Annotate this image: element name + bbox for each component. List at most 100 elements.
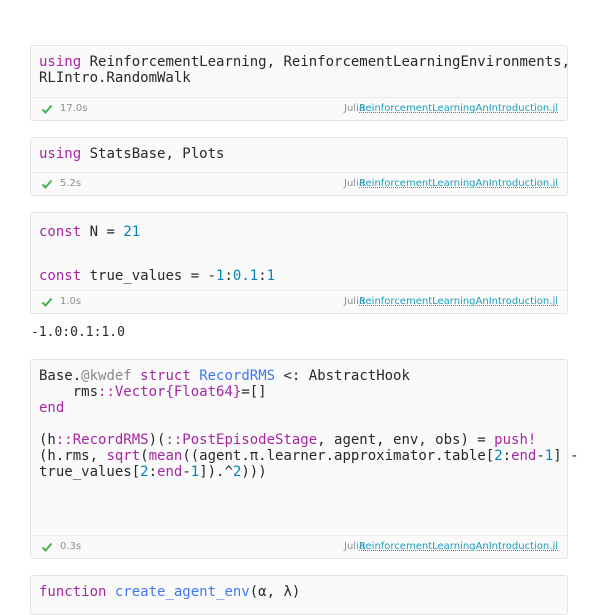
code-cell-2[interactable]: using StatsBase, Plots 5.2s Julia Reinfo…	[30, 137, 568, 196]
code-token: ::Vector{Float64}	[98, 384, 242, 400]
code-line	[39, 416, 559, 432]
code-token: @kwdef	[81, 368, 132, 384]
code-token: const	[39, 224, 82, 240]
code-token: ReinforcementLearning, ReinforcementLear…	[81, 54, 571, 70]
code-token: end	[39, 400, 65, 416]
code-token	[191, 368, 199, 384]
code-token: ((agent.π.learner.approximator.table[	[182, 448, 495, 464]
code-token: 1	[190, 464, 200, 480]
code-token: -	[182, 464, 191, 480]
code-cell-3[interactable]: const N = 21 const true_values = -1:0.1:…	[30, 212, 568, 314]
code-token: function	[39, 584, 107, 600]
code-token: ]).^	[199, 464, 233, 480]
code-token: using	[39, 146, 82, 162]
code-token: :	[224, 268, 233, 284]
cell-code[interactable]: Base.@kwdef struct RecordRMS <: Abstract…	[31, 360, 579, 486]
language-label: Julia	[344, 178, 365, 189]
cell-code[interactable]: using ReinforcementLearning, Reinforceme…	[31, 46, 570, 92]
package-link[interactable]: ReinforcementLearningAnIntroduction.jl	[359, 178, 558, 189]
code-token: RLIntro.RandomWalk	[39, 70, 191, 86]
cell-footer: 0.3s Julia ReinforcementLearningAnIntrod…	[31, 535, 567, 558]
code-line: (h.rms, sqrt(mean((agent.π.learner.appro…	[39, 448, 579, 464]
run-time: 1.0s	[60, 296, 82, 307]
code-line	[39, 243, 559, 265]
package-link[interactable]: ReinforcementLearningAnIntroduction.jl	[359, 296, 558, 307]
code-cell-4[interactable]: Base.@kwdef struct RecordRMS <: Abstract…	[30, 359, 579, 559]
cell-footer: 1.0s Julia ReinforcementLearningAnIntrod…	[31, 290, 567, 313]
code-token: end	[511, 448, 537, 464]
package-link[interactable]: ReinforcementLearningAnIntroduction.jl	[359, 103, 558, 114]
code-token: 1	[544, 448, 554, 464]
code-token: 2	[494, 448, 503, 464]
code-token: struct	[140, 368, 191, 384]
cell-footer: 5.2s Julia ReinforcementLearningAnIntrod…	[31, 172, 567, 195]
code-line: (h::RecordRMS)(::PostEpisodeStage, agent…	[39, 432, 559, 448]
code-line: rms::Vector{Float64}=[]	[39, 384, 559, 400]
code-token: StatsBase, Plots	[81, 146, 225, 162]
code-token: const	[39, 268, 82, 284]
cell-code[interactable]: const N = 21 const true_values = -1:0.1:…	[31, 213, 567, 293]
code-token: ::PostEpisodeStage	[165, 432, 318, 448]
code-line: function create_agent_env(α, λ)	[39, 584, 559, 600]
check-icon	[41, 104, 53, 114]
code-token: (	[140, 448, 149, 464]
check-icon	[41, 297, 53, 307]
code-cell-1[interactable]: using ReinforcementLearning, Reinforceme…	[30, 45, 570, 121]
code-line: using ReinforcementLearning, Reinforceme…	[39, 54, 570, 70]
code-line: const true_values = -1:0.1:1	[39, 265, 559, 287]
code-token: (h	[39, 432, 56, 448]
run-time: 5.2s	[60, 178, 82, 189]
code-token: , agent, env, obs) =	[317, 432, 495, 448]
check-icon	[41, 542, 53, 552]
code-token: )(	[148, 432, 166, 448]
code-token: RecordRMS	[199, 368, 276, 384]
code-token: <: AbstractHook	[275, 368, 410, 384]
code-token	[106, 584, 114, 600]
code-token: 2	[232, 464, 242, 480]
code-line: end	[39, 400, 559, 416]
code-token: end	[157, 464, 183, 480]
code-cell-5[interactable]: function create_agent_env(α, λ)	[30, 575, 568, 615]
code-line: RLIntro.RandomWalk	[39, 70, 559, 86]
code-token: N =	[81, 224, 124, 240]
code-token: 2	[140, 464, 149, 480]
code-line: const N = 21	[39, 221, 559, 243]
cell-code[interactable]: using StatsBase, Plots	[31, 138, 567, 168]
cell-code[interactable]: function create_agent_env(α, λ)	[31, 576, 567, 606]
code-token: :	[258, 268, 267, 284]
cell-footer: 17.0s Julia ReinforcementLearningAnIntro…	[31, 97, 567, 120]
code-token: ] -	[553, 448, 579, 464]
code-token: sqrt	[106, 448, 141, 464]
language-label: Julia	[344, 103, 365, 114]
code-token: :	[502, 448, 512, 464]
code-token: (α, λ)	[249, 584, 301, 600]
code-token: )))	[241, 464, 267, 480]
code-line: true_values[2:end-1]).^2)))	[39, 464, 559, 480]
code-token: true_values = -	[81, 268, 217, 284]
run-time: 0.3s	[60, 541, 82, 552]
code-token: using	[39, 54, 82, 70]
code-token: 1	[216, 268, 225, 284]
code-token: mean	[148, 448, 183, 464]
code-token: ::RecordRMS	[55, 432, 149, 448]
code-token: -	[536, 448, 545, 464]
language-label: Julia	[344, 541, 365, 552]
cell-output: -1.0:0.1:1.0	[31, 325, 125, 340]
code-token: 1	[266, 268, 276, 284]
code-token: create_agent_env	[114, 584, 250, 600]
package-link[interactable]: ReinforcementLearningAnIntroduction.jl	[359, 541, 558, 552]
code-token: Base.	[39, 368, 82, 384]
code-token: 0.1	[232, 268, 259, 284]
code-token: true_values[	[39, 464, 141, 480]
check-icon	[41, 179, 53, 189]
code-token: 21	[123, 224, 141, 240]
run-time: 17.0s	[60, 103, 88, 114]
code-token	[132, 368, 140, 384]
code-token: rms	[39, 384, 99, 400]
code-token: :	[148, 464, 158, 480]
code-token: =[]	[241, 384, 267, 400]
code-line: Base.@kwdef struct RecordRMS <: Abstract…	[39, 368, 559, 384]
language-label: Julia	[344, 296, 365, 307]
code-token: (h.rms,	[39, 448, 107, 464]
code-line: using StatsBase, Plots	[39, 146, 559, 162]
